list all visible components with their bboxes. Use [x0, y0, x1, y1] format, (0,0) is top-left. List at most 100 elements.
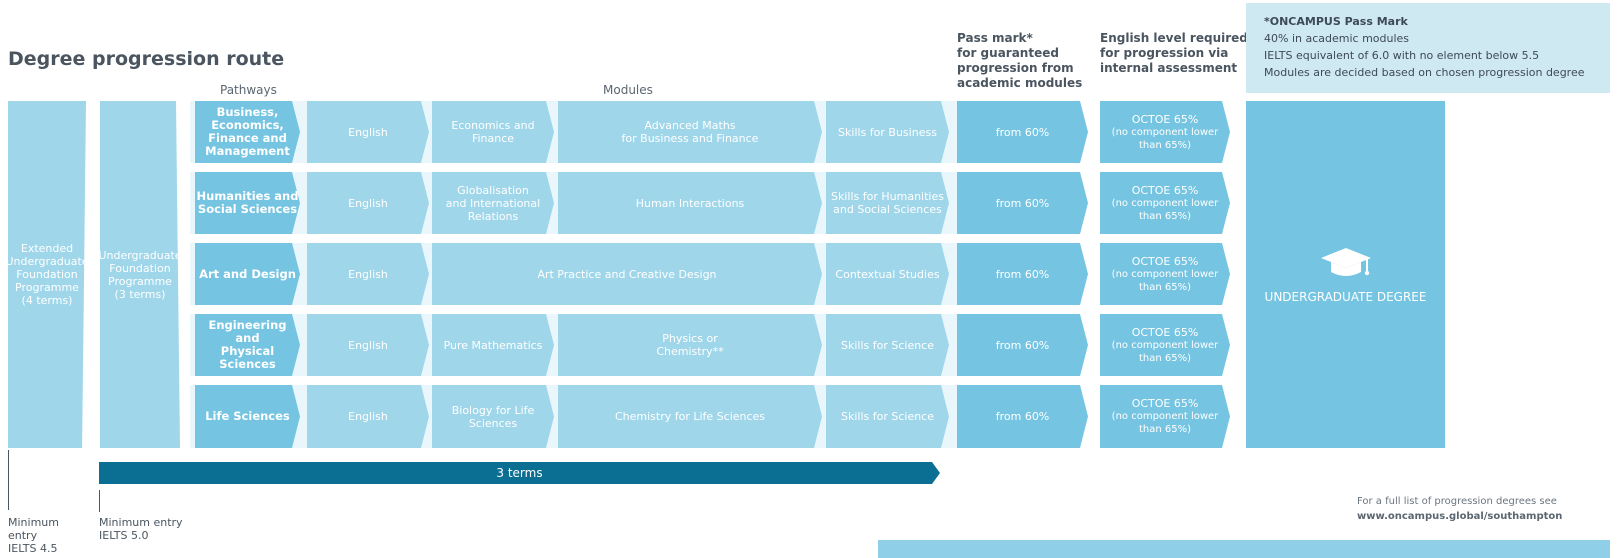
octoe-line: (no component lower [1111, 339, 1219, 351]
module-line: Advanced Maths [644, 119, 736, 132]
pathway-line: Business, [216, 105, 279, 119]
entry-line: IELTS 4.5 [8, 542, 58, 555]
octoe-line: (no component lower [1111, 268, 1219, 280]
undergraduate-foundation-programme: Undergraduate Foundation Programme (3 te… [100, 101, 180, 448]
english-level-header: English level required for progression v… [1100, 31, 1248, 76]
programme-line: (4 terms) [21, 294, 73, 307]
pathway-line: Life Sciences [205, 409, 290, 423]
module-line: Contextual Studies [835, 267, 940, 281]
octoe-line: than 65%) [1138, 281, 1192, 293]
module-1: Globalisation and International Relation… [432, 172, 554, 234]
pathway-engineering: Engineering and Physical Sciences [195, 314, 300, 376]
skills-module: Skills for Business [826, 101, 949, 163]
pathway-line: Humanities and [196, 189, 299, 203]
module-line: Physics or [662, 332, 718, 345]
skills-module: Skills for Science [826, 314, 949, 376]
modules-header: Modules [603, 83, 653, 97]
octoe-line: OCTOE 65% [1131, 112, 1199, 126]
module-1: Economics and Finance [432, 101, 554, 163]
module-1: Biology for Life Sciences [432, 385, 554, 448]
english-level-cell: OCTOE 65% (no component lower than 65%) [1100, 101, 1230, 163]
module-2: Advanced Maths for Business and Finance [558, 101, 822, 163]
entry-line: entry [8, 529, 38, 542]
module-line: Sciences [468, 416, 518, 430]
english-module: English [307, 314, 429, 376]
english-level-header-line: for progression via [1100, 46, 1229, 60]
degree-label: UNDERGRADUATE DEGREE [1264, 289, 1427, 304]
pathway-line: Economics, [211, 118, 284, 132]
module-line: Human Interactions [635, 196, 745, 210]
octoe-line: (no component lower [1111, 411, 1219, 422]
link-note-text: For a full list of progression degrees s… [1357, 496, 1557, 507]
pass-mark-header-line: progression from [957, 61, 1074, 75]
module-line: and International [445, 196, 541, 210]
octoe-line: than 65%) [1138, 139, 1192, 151]
module-line: Finance [471, 132, 515, 145]
module-line: Art Practice and Creative Design [537, 267, 717, 281]
pathway-line: Sciences [219, 357, 276, 371]
note-title: *ONCAMPUS Pass Mark [1264, 13, 1592, 30]
english-module: English [307, 243, 429, 305]
pass-mark-header-line: Pass mark* [957, 31, 1033, 45]
module-2: Chemistry for Life Sciences [558, 385, 822, 448]
minimum-entry-5-0: Minimum entry IELTS 5.0 [99, 516, 183, 542]
note-title-rest: Pass Mark [1340, 15, 1408, 28]
pass-mark-header-line: for guaranteed [957, 46, 1059, 60]
octoe-line: than 65%) [1138, 352, 1192, 364]
pathway-humanities: Humanities and Social Sciences [195, 172, 300, 234]
octoe-line: (no component lower [1111, 197, 1219, 209]
pass-mark-cell: from 60% [957, 385, 1088, 448]
progression-degrees-note: For a full list of progression degrees s… [1357, 494, 1562, 524]
module-line: Pure Mathematics [443, 338, 543, 352]
english-level-cell: OCTOE 65% (no component lower than 65%) [1100, 243, 1230, 305]
english-level-cell: OCTOE 65% (no component lower than 65%) [1100, 172, 1230, 234]
skills-module: Contextual Studies [826, 243, 949, 305]
pass-mark-cell: from 60% [957, 314, 1088, 376]
module-line: Skills for Humanities [831, 190, 944, 203]
programme-line: Extended [20, 242, 74, 255]
entry-line: Minimum [8, 516, 59, 529]
octoe-line: OCTOE 65% [1131, 183, 1199, 197]
note-line: 40% in academic modules [1264, 32, 1410, 45]
english-module: English [307, 385, 429, 448]
english-level-header-line: English level required [1100, 31, 1248, 45]
skills-module: Skills for Humanities and Social Science… [826, 172, 949, 234]
module-1: Pure Mathematics [432, 314, 554, 376]
programme-line: Foundation [16, 268, 78, 281]
module-line: Chemistry** [656, 345, 724, 358]
octoe-line: (no component lower [1111, 126, 1219, 138]
pathway-business: Business, Economics, Finance and Managem… [195, 101, 300, 163]
three-terms-bar: 3 terms [99, 462, 940, 484]
module-line: Relations [467, 209, 519, 223]
minimum-entry-4-5: Minimum entry IELTS 4.5 [8, 516, 59, 555]
page-title: Degree progression route [8, 48, 285, 70]
note-title-bold: *ONCAMPUS [1264, 15, 1341, 28]
skills-module: Skills for Science [826, 385, 949, 448]
programme-line: Foundation [109, 261, 171, 275]
oncampus-link[interactable]: www.oncampus.global/southampton [1357, 511, 1563, 522]
module-line: Skills for Science [840, 410, 934, 423]
programme-line: Programme [15, 281, 79, 294]
programme-line: Programme [108, 274, 172, 288]
programme-line: Undergraduate [98, 248, 182, 262]
english-module: English [307, 101, 429, 163]
pathway-line: Management [205, 144, 290, 158]
pathways-header: Pathways [220, 83, 277, 97]
module-line: Skills for Business [838, 125, 937, 139]
english-level-header-line: internal assessment [1100, 61, 1238, 75]
pathway-life-sciences: Life Sciences [195, 385, 300, 448]
bottom-bar [878, 540, 1610, 558]
note-line: Modules are decided based on chosen prog… [1264, 66, 1585, 79]
module-line: for Business and Finance [621, 132, 759, 145]
module-line: Chemistry for Life Sciences [614, 410, 766, 423]
module-2: Human Interactions [558, 172, 822, 234]
pathway-line: Physical [220, 344, 275, 358]
module-line: Biology for Life [451, 403, 535, 417]
entry-marker-line [8, 450, 9, 510]
programme-line: (3 terms) [114, 287, 166, 301]
module-line: and Social Sciences [833, 203, 942, 216]
programme-line: Undergraduate [5, 255, 89, 268]
entry-line: IELTS 5.0 [99, 529, 149, 542]
pass-mark-cell: from 60% [957, 172, 1088, 234]
english-level-cell: OCTOE 65% (no component lower than 65%) [1100, 314, 1230, 376]
